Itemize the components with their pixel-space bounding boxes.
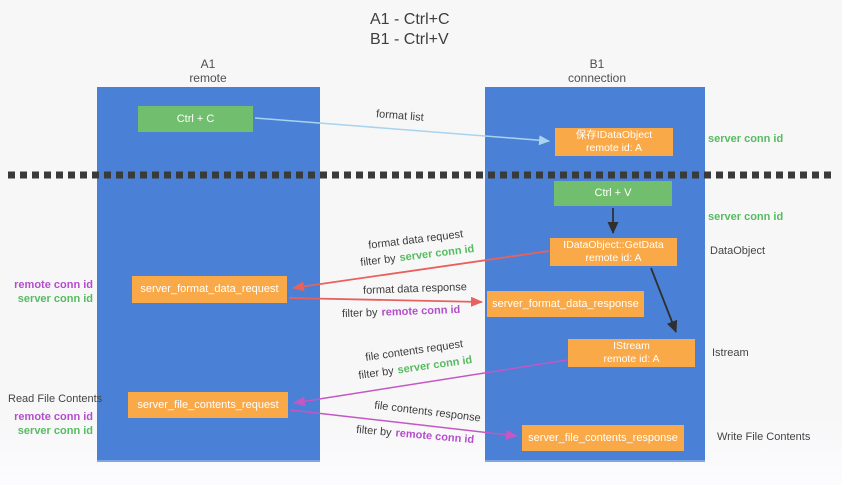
node-ctrl-v: Ctrl + V — [554, 181, 672, 206]
node-idataobject-getdata: IDataObject::GetData remote id: A — [550, 238, 677, 266]
label-read-file-contents: Read File Contents — [8, 393, 103, 405]
diagram-title: A1 - Ctrl+C B1 - Ctrl+V — [370, 10, 450, 50]
label-format-list: format list — [375, 108, 425, 124]
label-remote-conn-id-2: remote conn id — [14, 411, 93, 423]
node-server-file-contents-request-label: server_file_contents_request — [137, 398, 279, 411]
lane-a1-subtitle: remote — [189, 71, 227, 85]
label-file-contents-response: file contents response — [373, 399, 482, 425]
node-server-file-contents-response-label: server_file_contents_response — [528, 431, 678, 444]
node-server-format-data-request-label: server_format_data_request — [140, 283, 279, 295]
label-server-conn-id-top: server conn id — [708, 133, 784, 145]
filter-by-text: filter by — [359, 252, 397, 269]
label-write-file-contents: Write File Contents — [717, 431, 811, 443]
label-server-conn-id-2: server conn id — [17, 425, 93, 437]
node-server-format-data-response-label: server_format_data_response — [492, 297, 639, 310]
label-dataobject: DataObject — [710, 245, 766, 257]
lane-b1-name: B1 — [589, 57, 605, 71]
node-ctrl-c-label: Ctrl + C — [176, 112, 215, 125]
lane-a1-name: A1 — [200, 57, 216, 71]
node-server-format-data-request: server_format_data_request — [132, 276, 287, 303]
node-server-format-data-response: server_format_data_response — [487, 291, 644, 317]
lane-a1-header: A1 remote — [158, 57, 258, 85]
remote-conn-id-text: remote conn id — [381, 303, 461, 319]
label-istream: Istream — [712, 347, 749, 359]
title-line-ctrl-c: A1 - Ctrl+C — [370, 11, 450, 28]
label-format-data-response: format data response — [362, 281, 468, 297]
lane-b1-subtitle: connection — [567, 71, 627, 85]
filter-by-text: filter by — [355, 423, 393, 439]
node-save-idataobject-line1: 保存IDataObject — [575, 129, 653, 141]
label-group-file-request-ids: remote conn id server conn id — [10, 410, 93, 438]
node-idataobject-getdata-line2: remote id: A — [585, 252, 642, 264]
node-idataobject-getdata-line1: IDataObject::GetData — [563, 239, 664, 251]
title-line-ctrl-v: B1 - Ctrl+V — [370, 31, 449, 48]
label-remote-conn-id-1: remote conn id — [14, 279, 93, 291]
remote-conn-id-text: remote conn id — [395, 427, 475, 447]
node-istream-line2: remote id: A — [603, 353, 660, 365]
node-istream: IStream remote id: A — [568, 339, 695, 367]
node-server-file-contents-response: server_file_contents_response — [522, 425, 684, 451]
filter-by-text: filter by — [357, 365, 395, 382]
node-ctrl-v-label: Ctrl + V — [594, 187, 632, 199]
filter-by-text: filter by — [341, 306, 378, 321]
node-istream-line1: IStream — [613, 340, 650, 352]
node-server-file-contents-request: server_file_contents_request — [128, 392, 288, 418]
label-group-format-request-ids: remote conn id server conn id — [10, 278, 93, 306]
node-save-idataobject-line2: remote id: A — [585, 142, 643, 154]
node-ctrl-c: Ctrl + C — [138, 106, 253, 132]
label-server-conn-id-1: server conn id — [17, 293, 93, 305]
label-server-conn-id-mid: server conn id — [708, 211, 784, 223]
node-save-idataobject: 保存IDataObject remote id: A — [555, 128, 673, 156]
lane-b1-header: B1 connection — [547, 57, 647, 85]
